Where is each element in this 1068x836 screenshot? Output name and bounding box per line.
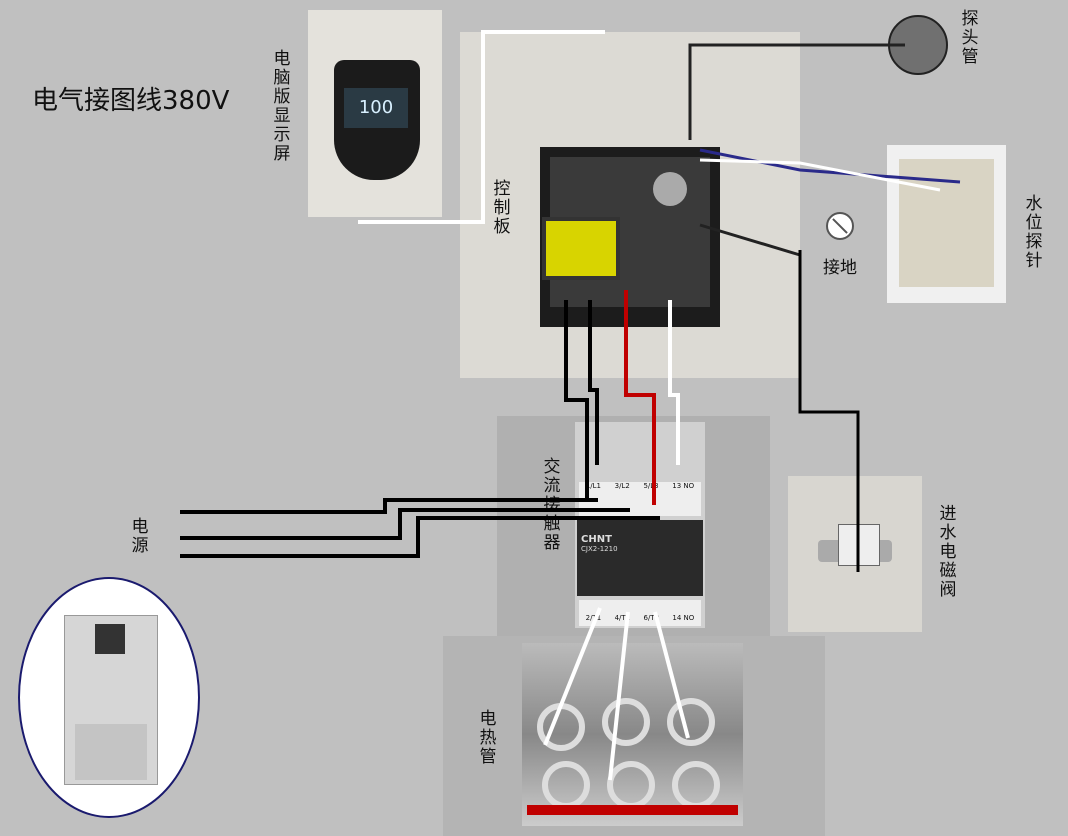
wire-heater-3 bbox=[653, 611, 690, 739]
terminal-label: 6/T3 bbox=[643, 614, 660, 622]
label-probe-tube: 探头管 bbox=[961, 9, 979, 67]
wire-board-l2 bbox=[588, 300, 599, 465]
terminal-label: 13 NO bbox=[672, 482, 695, 490]
display-photo: 100 bbox=[308, 10, 442, 217]
wire-power-l1 bbox=[180, 498, 598, 514]
contactor-body: CHNT CJX2-1210 bbox=[577, 520, 703, 596]
label-water-level-probe: 水位探针 bbox=[1025, 194, 1043, 271]
wire-power-l2 bbox=[180, 508, 630, 540]
water-boiler-oval bbox=[18, 577, 200, 818]
label-control-board: 控制板 bbox=[493, 179, 511, 237]
display-panel: 100 bbox=[334, 60, 420, 180]
wire-power-l3 bbox=[180, 516, 660, 558]
label-ground: 接地 bbox=[823, 258, 857, 278]
label-power: 电源 bbox=[131, 517, 149, 556]
wire-display bbox=[358, 30, 605, 224]
water-probe-photo bbox=[887, 145, 1006, 303]
label-display: 电脑版显示屏 bbox=[273, 49, 291, 164]
contactor-brand: CHNT bbox=[581, 534, 612, 545]
battery bbox=[653, 172, 687, 206]
wire-ground bbox=[699, 223, 801, 257]
wire-water-probe-white bbox=[699, 158, 941, 192]
terminal-label: 4/T2 bbox=[614, 614, 631, 622]
heater-bus-bar bbox=[527, 805, 738, 815]
ground-icon bbox=[826, 212, 854, 240]
wire-heater-2 bbox=[608, 611, 630, 781]
wire-board-l1 bbox=[564, 300, 589, 500]
label-heater: 电热管 bbox=[479, 709, 497, 767]
wire-probe bbox=[688, 43, 905, 140]
terminal-label: 1/L1 bbox=[585, 482, 601, 490]
terminal-label: 3/L2 bbox=[614, 482, 630, 490]
terminal-label: 5/L3 bbox=[643, 482, 659, 490]
contactor-model: CJX2-1210 bbox=[581, 545, 618, 553]
wire-board-red bbox=[624, 290, 656, 505]
control-board-photo bbox=[460, 32, 800, 378]
wire-heater-1 bbox=[543, 607, 602, 746]
terminal-label: 14 NO bbox=[672, 614, 695, 622]
terminal-label: 2/T1 bbox=[585, 614, 602, 622]
wire-board-white bbox=[668, 300, 680, 465]
transformer bbox=[542, 217, 620, 280]
wire-water-probe-blue bbox=[699, 148, 961, 184]
diagram-title: 电气接图线380V bbox=[32, 86, 230, 116]
water-boiler-photo bbox=[64, 615, 158, 785]
label-inlet-valve: 进水电磁阀 bbox=[939, 504, 957, 600]
display-screen: 100 bbox=[344, 88, 408, 128]
wire-valve bbox=[798, 250, 860, 572]
